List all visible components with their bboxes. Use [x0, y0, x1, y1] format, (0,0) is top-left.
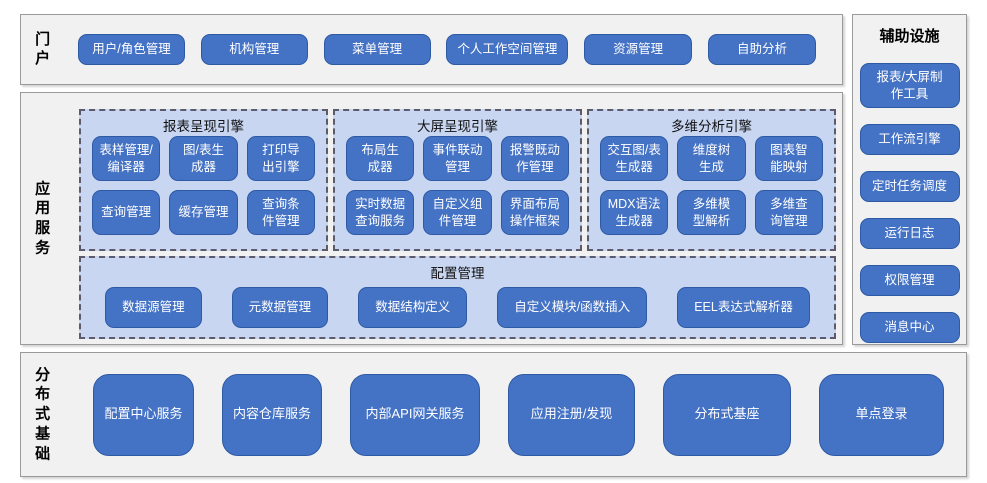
- olap-button-interactive-chart[interactable]: 交互图/表 生成器: [600, 136, 669, 181]
- config-button-eel-parser[interactable]: EEL表达式解析器: [677, 287, 810, 328]
- config-button-datasource-mgmt[interactable]: 数据源管理: [105, 287, 202, 328]
- bigscreen-button-realtime-query[interactable]: 实时数据 查询服务: [346, 190, 415, 235]
- bigscreen-engine-grid: 布局生 成器 事件联动 管理 报警既动 作管理 实时数据 查询服务 自定义组 件…: [346, 136, 569, 235]
- config-button-custom-module-insert[interactable]: 自定义模块/函数插入: [497, 287, 648, 328]
- aux-button-permission-mgmt[interactable]: 权限管理: [859, 265, 960, 296]
- bigscreen-button-ui-layout-framework[interactable]: 界面布局 操作框架: [500, 190, 569, 235]
- bigscreen-button-alarm-action[interactable]: 报警既动 作管理: [500, 136, 569, 181]
- bigscreen-button-custom-component[interactable]: 自定义组 件管理: [423, 190, 492, 235]
- portal-section: 门户 用户/角色管理 机构管理 菜单管理 个人工作空间管理 资源管理 自助分析: [20, 14, 843, 85]
- distributed-buttons-row: 配置中心服务 内容仓库服务 内部API网关服务 应用注册/发现 分布式基座 单点…: [93, 353, 944, 476]
- report-engine-button-query-mgmt[interactable]: 查询管理: [92, 190, 161, 235]
- engine-panels-row: 报表呈现引擎 表样管理/ 编译器 图/表生 成器 打印导 出引擎 查询管理 缓存…: [79, 109, 836, 251]
- dist-button-app-registry[interactable]: 应用注册/发现: [508, 373, 635, 456]
- aux-button-report-bigscreen-tool[interactable]: 报表/大屏制 作工具: [859, 63, 960, 108]
- report-engine-grid: 表样管理/ 编译器 图/表生 成器 打印导 出引擎 查询管理 缓存管理 查询条 …: [92, 136, 315, 235]
- distributed-section-label: 分布式基础: [35, 366, 51, 463]
- bigscreen-button-layout-generator[interactable]: 布局生 成器: [346, 136, 415, 181]
- dist-button-api-gateway[interactable]: 内部API网关服务: [350, 373, 480, 456]
- olap-button-chart-mapping[interactable]: 图表智 能映射: [754, 136, 823, 181]
- auxiliary-buttons-column: 报表/大屏制 作工具 工作流引擎 定时任务调度 运行日志 权限管理 消息中心: [853, 63, 966, 343]
- olap-button-dimension-tree[interactable]: 维度树 生成: [677, 136, 746, 181]
- portal-buttons-row: 用户/角色管理 机构管理 菜单管理 个人工作空间管理 资源管理 自助分析: [78, 15, 816, 84]
- olap-engine-grid: 交互图/表 生成器 维度树 生成 图表智 能映射 MDX语法 生成器 多维模 型…: [600, 136, 823, 235]
- report-engine-panel: 报表呈现引擎 表样管理/ 编译器 图/表生 成器 打印导 出引擎 查询管理 缓存…: [79, 109, 328, 251]
- auxiliary-section: 辅助设施 报表/大屏制 作工具 工作流引擎 定时任务调度 运行日志 权限管理 消…: [852, 14, 967, 345]
- bigscreen-engine-title: 大屏呈现引擎: [417, 119, 498, 134]
- olap-engine-title: 多维分析引擎: [671, 119, 752, 134]
- olap-button-query-mgmt[interactable]: 多维查 询管理: [754, 190, 823, 235]
- dist-button-content-repo[interactable]: 内容仓库服务: [222, 373, 322, 456]
- report-engine-title: 报表呈现引擎: [163, 119, 244, 134]
- dist-button-config-center[interactable]: 配置中心服务: [93, 373, 194, 456]
- aux-button-run-logs[interactable]: 运行日志: [859, 218, 960, 249]
- report-engine-button-print-export[interactable]: 打印导 出引擎: [246, 136, 315, 181]
- config-buttons-row: 数据源管理 元数据管理 数据结构定义 自定义模块/函数插入 EEL表达式解析器: [81, 287, 834, 328]
- portal-section-label: 门户: [35, 30, 51, 68]
- report-engine-button-query-condition-mgmt[interactable]: 查询条 件管理: [246, 190, 315, 235]
- portal-button-workspace-mgmt[interactable]: 个人工作空间管理: [446, 34, 569, 65]
- bigscreen-button-event-linkage[interactable]: 事件联动 管理: [423, 136, 492, 181]
- portal-button-org-mgmt[interactable]: 机构管理: [200, 34, 308, 65]
- portal-button-resource-mgmt[interactable]: 资源管理: [584, 34, 693, 65]
- bigscreen-engine-panel: 大屏呈现引擎 布局生 成器 事件联动 管理 报警既动 作管理 实时数据 查询服务…: [333, 109, 582, 251]
- portal-button-menu-mgmt[interactable]: 菜单管理: [323, 34, 431, 65]
- app-services-section-label: 应用服务: [35, 179, 51, 257]
- config-button-data-structure[interactable]: 数据结构定义: [358, 287, 468, 328]
- olap-engine-panel: 多维分析引擎 交互图/表 生成器 维度树 生成 图表智 能映射 MDX语法 生成…: [587, 109, 836, 251]
- report-engine-button-style-mgmt[interactable]: 表样管理/ 编译器: [92, 136, 161, 181]
- distributed-section: 分布式基础 配置中心服务 内容仓库服务 内部API网关服务 应用注册/发现 分布…: [20, 352, 967, 477]
- olap-button-model-parsing[interactable]: 多维模 型解析: [677, 190, 746, 235]
- dist-button-sso[interactable]: 单点登录: [819, 373, 944, 456]
- aux-button-message-center[interactable]: 消息中心: [859, 312, 960, 343]
- report-engine-button-cache-mgmt[interactable]: 缓存管理: [169, 190, 238, 235]
- config-mgmt-title: 配置管理: [430, 266, 485, 281]
- app-services-section: 应用服务 报表呈现引擎 表样管理/ 编译器 图/表生 成器 打印导 出引擎 查询…: [20, 92, 843, 345]
- auxiliary-section-title: 辅助设施: [879, 28, 940, 45]
- aux-button-scheduled-tasks[interactable]: 定时任务调度: [859, 171, 960, 202]
- olap-button-mdx-generator[interactable]: MDX语法 生成器: [600, 190, 669, 235]
- report-engine-button-chart-generator[interactable]: 图/表生 成器: [169, 136, 238, 181]
- portal-button-self-analysis[interactable]: 自助分析: [707, 34, 816, 65]
- config-button-metadata-mgmt[interactable]: 元数据管理: [231, 287, 329, 328]
- portal-button-user-role-mgmt[interactable]: 用户/角色管理: [78, 34, 185, 65]
- dist-button-distributed-base[interactable]: 分布式基座: [663, 373, 791, 456]
- config-mgmt-panel: 配置管理 数据源管理 元数据管理 数据结构定义 自定义模块/函数插入 EEL表达…: [79, 256, 836, 339]
- aux-button-workflow-engine[interactable]: 工作流引擎: [859, 124, 960, 155]
